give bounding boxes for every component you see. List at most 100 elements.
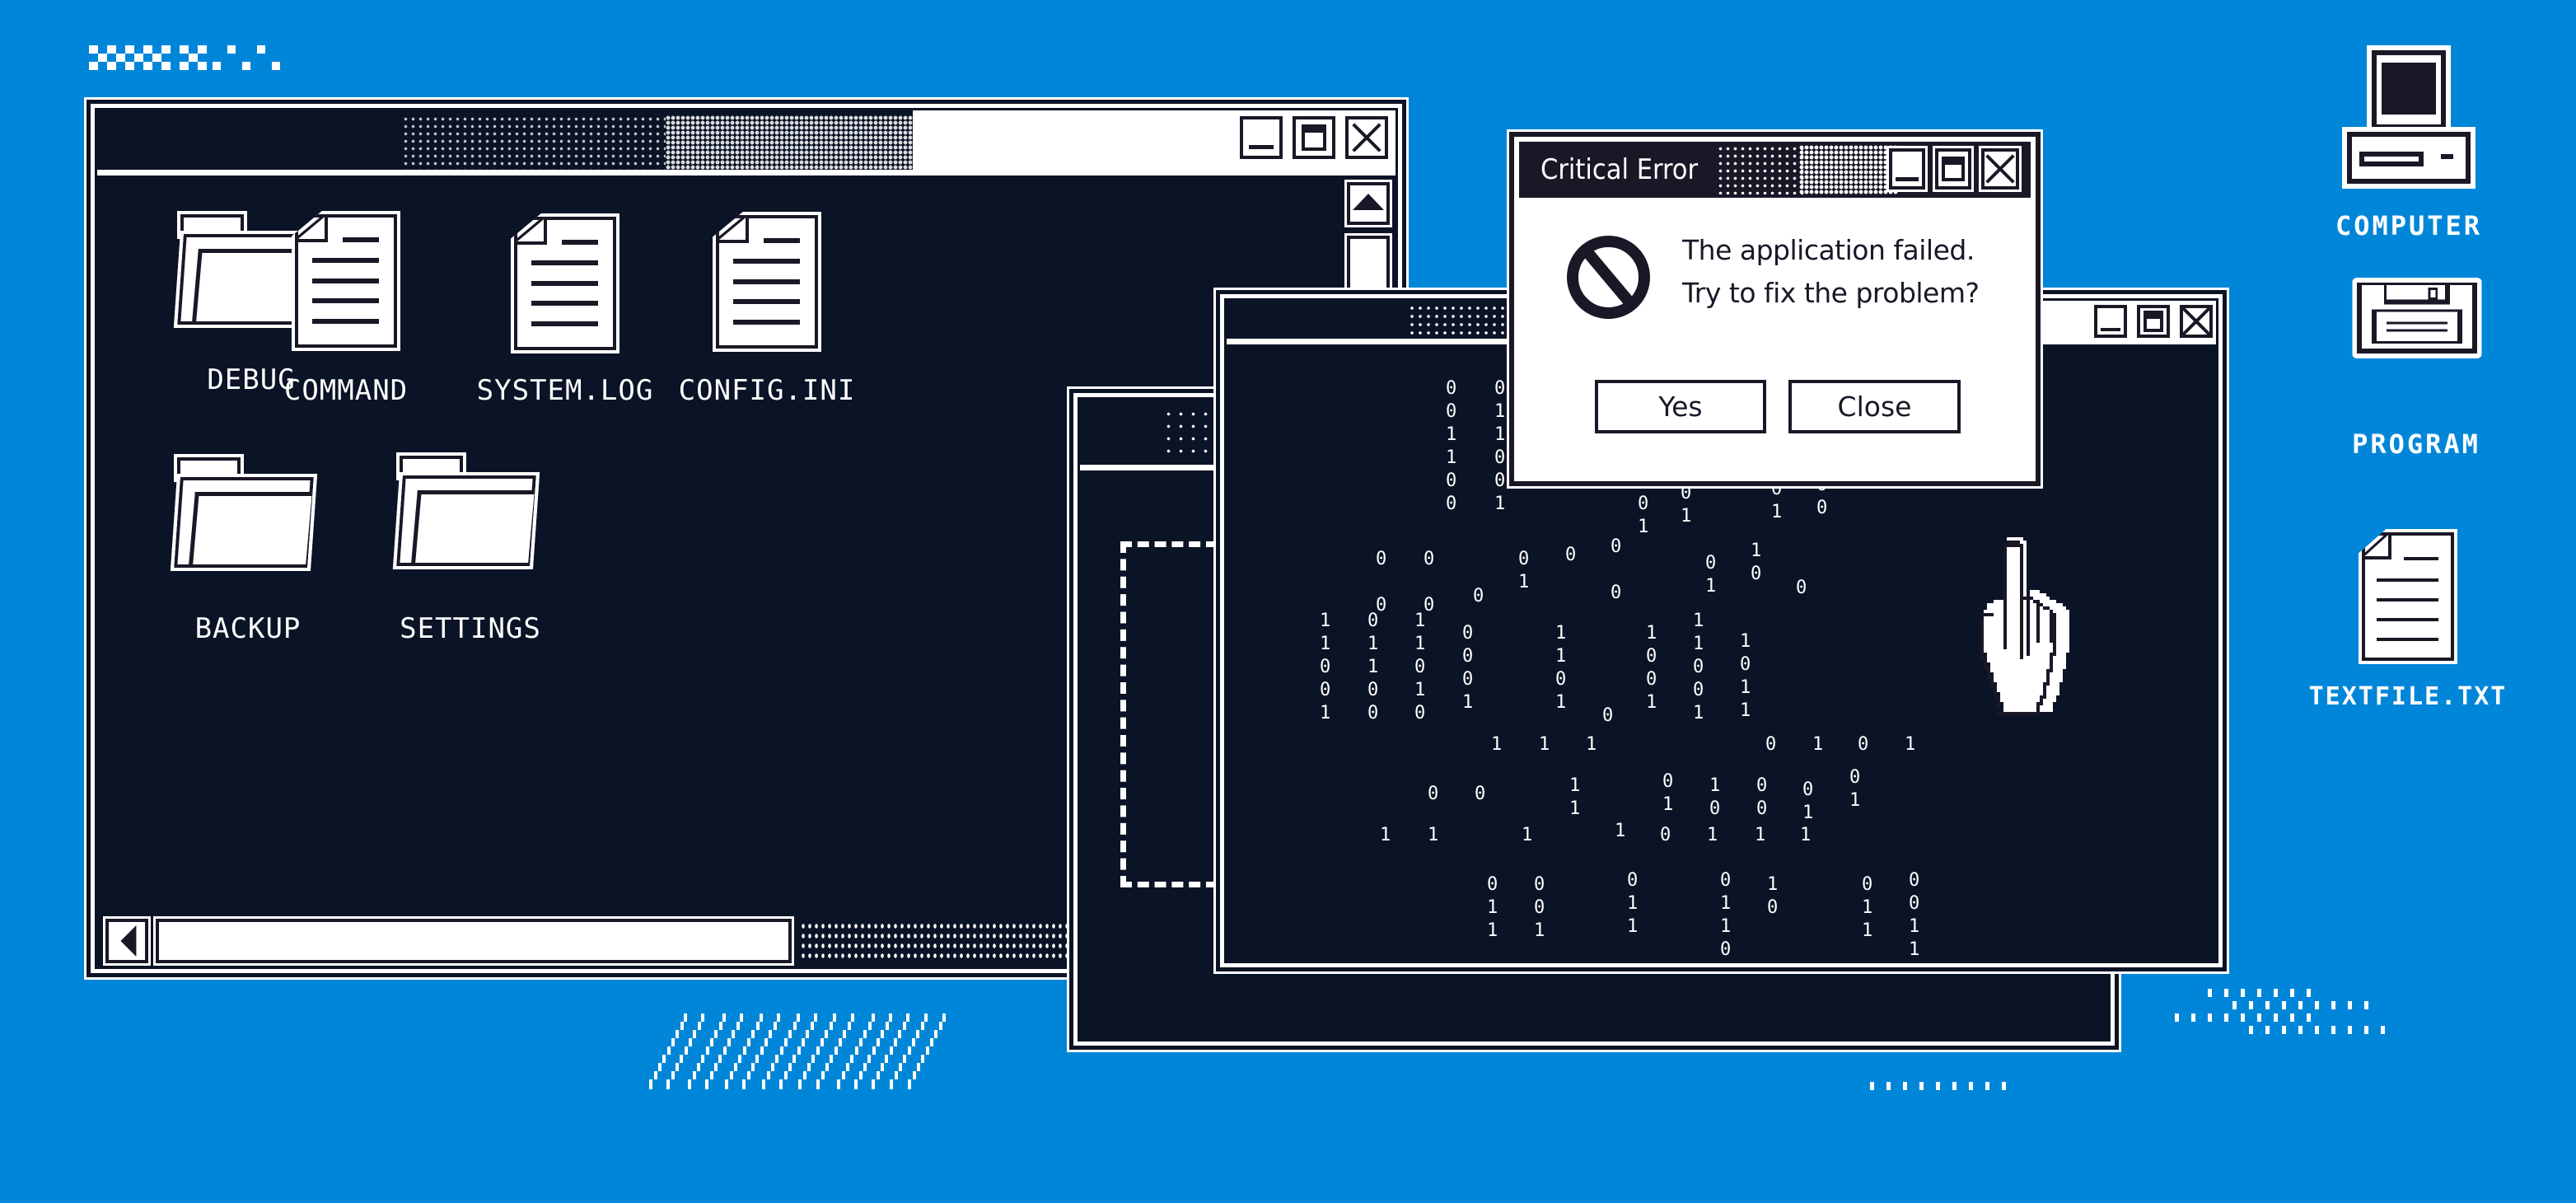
folder-icon — [392, 452, 540, 569]
binary-column: 1 0 — [1767, 874, 1779, 918]
yes-button[interactable]: Yes — [1595, 380, 1766, 433]
minimize-button[interactable] — [2092, 302, 2130, 340]
maximize-icon — [1942, 157, 1965, 181]
binary-column: 0 1 — [1681, 483, 1692, 527]
desktop-icon-label: PROGRAM — [2352, 428, 2480, 460]
maximize-button[interactable] — [2134, 302, 2172, 340]
maximize-button[interactable] — [1290, 114, 1338, 161]
desktop-icon-textfile[interactable]: TEXTFILE.TXT — [2309, 338, 2505, 711]
maximize-icon — [1302, 124, 1326, 151]
binary-column: 1 0 0 1 — [1646, 623, 1657, 713]
binary-column: 0 1 1 — [1627, 870, 1639, 937]
folder-item-debug[interactable]: DEBUG — [173, 211, 325, 396]
binary-column: 0 1 1 0 — [1720, 870, 1732, 960]
document-icon — [292, 211, 400, 351]
binary-column: 0 1 1 — [1487, 874, 1498, 941]
item-label: SETTINGS — [400, 612, 541, 645]
explorer-titlebar[interactable] — [97, 110, 1396, 176]
binary-column: 1 — [1428, 825, 1439, 845]
item-label: CONFIG.INI — [678, 374, 856, 407]
close-icon — [1352, 123, 1382, 152]
folder-item-backup[interactable]: BACKUP — [170, 454, 322, 645]
folder-icon — [173, 211, 321, 328]
file-item-config-ini[interactable]: CONFIG.INI — [679, 212, 854, 407]
computer-icon — [2342, 45, 2475, 189]
binary-column: 0 0 — [1611, 536, 1622, 603]
binary-column: 1 1 0 0 1 — [1693, 611, 1704, 723]
binary-column: 0 1 — [1802, 779, 1814, 823]
binary-column: 1 0 1 1 — [1740, 631, 1751, 721]
text-file-icon — [2359, 529, 2457, 664]
binary-column: 1 — [1522, 825, 1533, 845]
binary-column: 0 1 — [1705, 553, 1717, 597]
minimize-icon — [1896, 177, 1919, 181]
titlebar-dither — [1408, 304, 1515, 340]
titlebar-dither-dense — [1799, 145, 1898, 194]
binary-column: 1 — [1812, 734, 1824, 755]
binary-column: 1 1 0 0 1 — [1320, 611, 1331, 723]
binary-column: 0 1 1 0 0 — [1367, 611, 1379, 723]
binary-column: 1 — [1615, 821, 1626, 841]
horizontal-scroll-thumb[interactable] — [153, 916, 794, 966]
desktop-icon-label: TEXTFILE.TXT — [2308, 682, 2508, 711]
desktop-icon-computer[interactable]: COMPUTER — [2335, 45, 2480, 243]
binary-column: 0 — [1475, 784, 1486, 804]
close-button[interactable] — [2177, 302, 2215, 340]
item-label: DEBUG — [207, 363, 296, 396]
binary-column: 1 — [1800, 825, 1812, 845]
binary-column: 1 0 — [1751, 541, 1762, 584]
minimize-button[interactable] — [1237, 114, 1285, 161]
item-label: SYSTEM.LOG — [476, 374, 654, 407]
arrow-left-icon — [120, 925, 137, 957]
desktop-icon-program[interactable]: PROGRAM — [2349, 183, 2483, 460]
binary-column: 1 1 — [1569, 775, 1581, 819]
dialog-title: Critical Error — [1540, 153, 1699, 186]
error-message-line2: Try to fix the problem? — [1682, 277, 1980, 309]
error-message-line1: The application failed. — [1682, 234, 1975, 266]
binary-column: 0 0 0 1 — [1462, 623, 1474, 713]
decor-pixel-pattern — [89, 45, 280, 70]
desktop-icon-label: COMPUTER — [2335, 210, 2483, 241]
close-button[interactable] — [1343, 114, 1391, 161]
binary-column: 1 — [1707, 825, 1718, 845]
binary-column: 1 0 — [1709, 775, 1721, 819]
file-item-system-log[interactable]: SYSTEM.LOG — [477, 213, 652, 407]
minimize-icon — [2101, 328, 2120, 331]
arrow-up-icon — [1353, 194, 1384, 210]
binary-column: 0 1 — [1662, 771, 1674, 815]
hand-pointer-icon — [1980, 537, 2069, 715]
file-item-command[interactable]: COMMAND — [284, 211, 407, 407]
binary-column: 0 1 1 0 0 1 — [1494, 378, 1506, 514]
binary-column: 1 — [1755, 825, 1766, 845]
binary-column: 0 1 — [1849, 767, 1861, 811]
binary-column: 0 — [1428, 784, 1439, 804]
document-icon — [713, 212, 821, 352]
dialog-maximize-button[interactable] — [1933, 146, 1974, 192]
binary-column: 1 1 0 1 — [1555, 623, 1567, 713]
titlebar-dither — [402, 115, 666, 170]
decor-dot-rows — [2142, 989, 2554, 1112]
binary-column: 1 — [1539, 734, 1550, 755]
dialog-close-button[interactable] — [1979, 146, 2022, 192]
folder-icon — [170, 454, 318, 571]
binary-column: 0 1 1 — [1862, 874, 1873, 941]
scroll-left-button[interactable] — [103, 916, 151, 966]
binary-column: 0 0 1 1 0 0 — [1446, 378, 1457, 514]
binary-column: 0 0 — [1376, 549, 1387, 616]
folder-item-settings[interactable]: SETTINGS — [392, 452, 545, 645]
binary-column: 0 0 — [1424, 549, 1435, 616]
titlebar-dither — [1717, 145, 1807, 194]
binary-column: 0 — [1796, 578, 1807, 598]
binary-column: 0 — [1602, 705, 1614, 726]
item-label: BACKUP — [194, 612, 302, 645]
close-icon — [2186, 311, 2206, 331]
item-label: COMMAND — [283, 374, 409, 407]
binary-column: 0 0 1 — [1534, 874, 1545, 941]
close-dialog-button[interactable]: Close — [1788, 380, 1961, 433]
decor-dot-row-bottom — [1870, 1082, 2018, 1090]
scroll-up-button[interactable] — [1344, 180, 1392, 227]
dialog-minimize-button[interactable] — [1886, 146, 1928, 192]
floppy-disk-icon-shape — [2352, 278, 2482, 358]
ban-icon — [1567, 236, 1650, 319]
binary-column: 0 — [1660, 825, 1671, 845]
